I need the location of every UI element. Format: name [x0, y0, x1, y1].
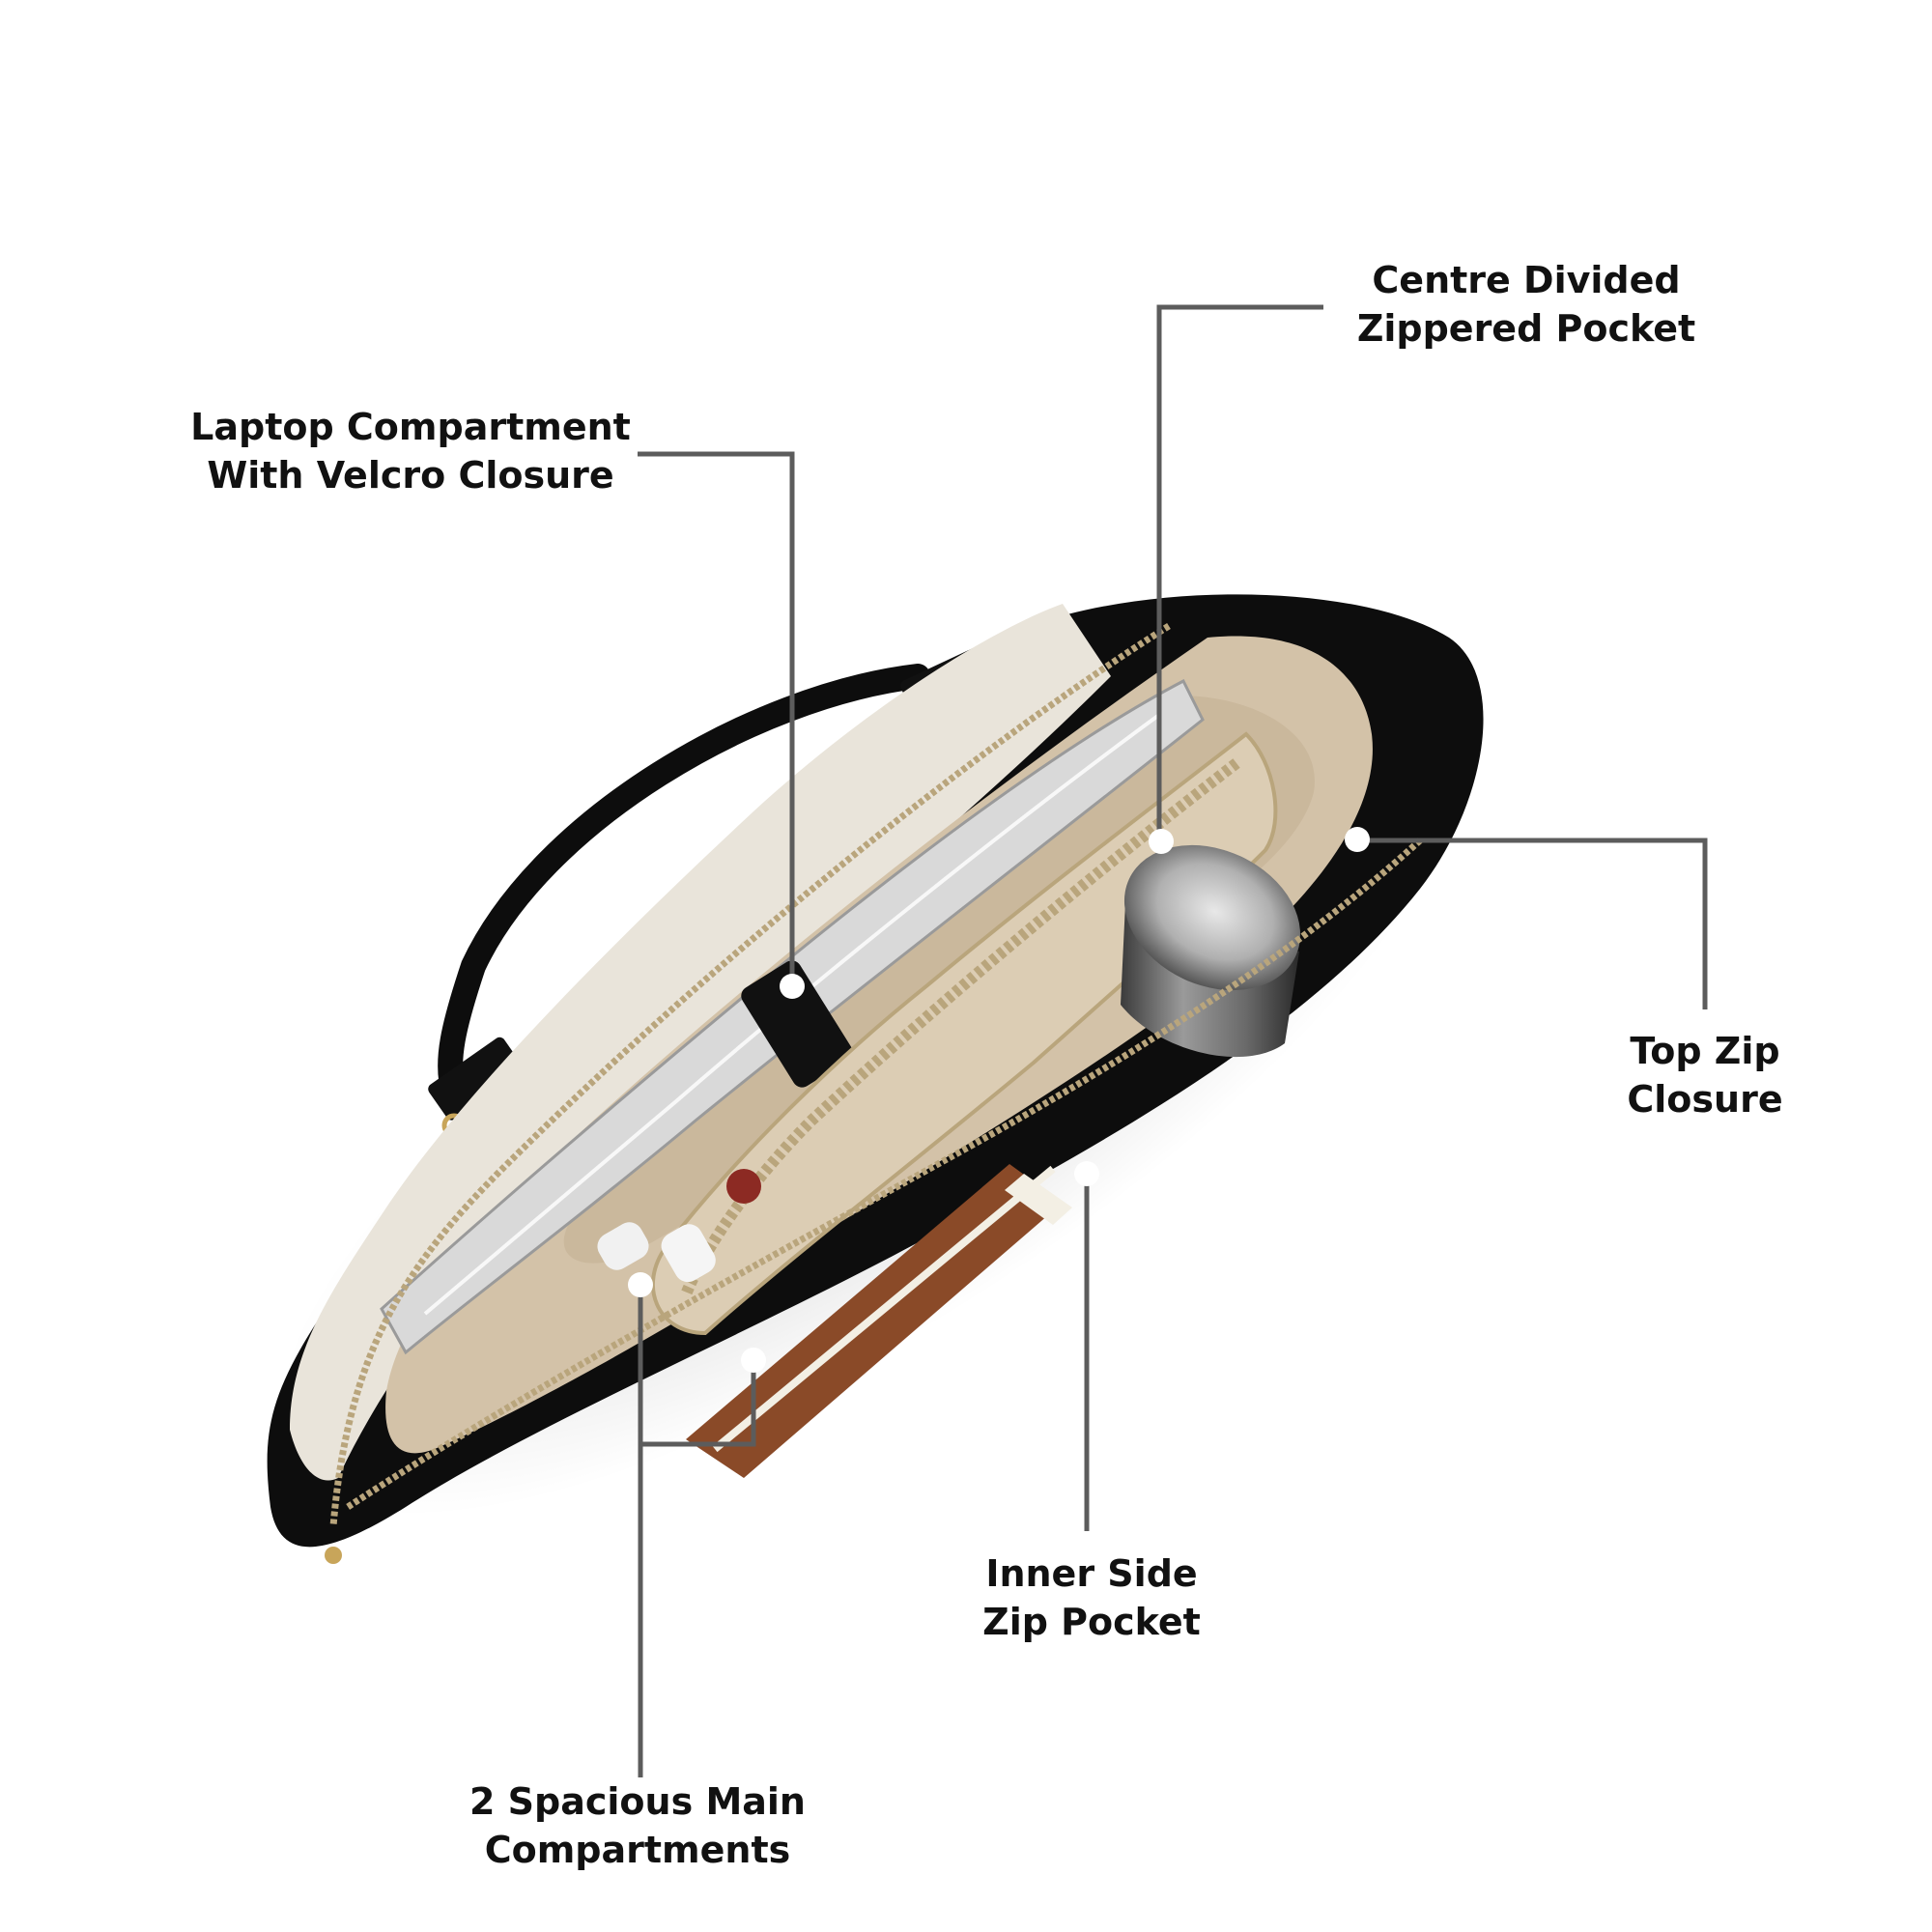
marker-dot-laptop	[780, 974, 805, 999]
marker-dot-inner	[1074, 1161, 1099, 1186]
marker-dot-main-right	[741, 1348, 766, 1373]
callout-line: Top Zip	[1630, 1030, 1780, 1072]
leader-line-main	[638, 1285, 756, 1777]
callout-line: Zippered Pocket	[1356, 307, 1696, 350]
callout-line: Laptop Compartment	[190, 406, 631, 448]
callout-centre-zippered-pocket: Centre Divided Zippered Pocket	[1323, 256, 1729, 353]
callout-laptop-compartment: Laptop Compartment With Velcro Closure	[174, 403, 647, 499]
water-bottle-icon	[1121, 844, 1301, 1058]
leader-line-topzip	[1362, 838, 1708, 1009]
callout-inner-side-zip-pocket: Inner Side Zip Pocket	[966, 1549, 1217, 1646]
callout-line: Closure	[1627, 1078, 1783, 1121]
callout-main-compartments: 2 Spacious Main Compartments	[454, 1777, 821, 1874]
bag-body	[267, 594, 1484, 1564]
leader-line-laptop	[638, 451, 795, 980]
callout-top-zip-closure: Top Zip Closure	[1594, 1027, 1816, 1123]
callout-line: Zip Pocket	[982, 1601, 1201, 1643]
callout-line: With Velcro Closure	[207, 454, 614, 497]
callout-line: 2 Spacious Main	[469, 1780, 806, 1823]
callout-line: Compartments	[484, 1829, 791, 1871]
leader-line-centre	[1156, 304, 1323, 838]
marker-dot-topzip	[1345, 827, 1370, 852]
leader-lines	[638, 304, 1708, 1777]
notebook-icon	[686, 1164, 1072, 1478]
callout-line: Centre Divided	[1372, 259, 1681, 301]
marker-dot-centre	[1149, 829, 1174, 854]
marker-dot-main-left	[628, 1272, 653, 1297]
callout-line: Inner Side	[985, 1552, 1198, 1595]
marker-dots	[628, 827, 1370, 1373]
